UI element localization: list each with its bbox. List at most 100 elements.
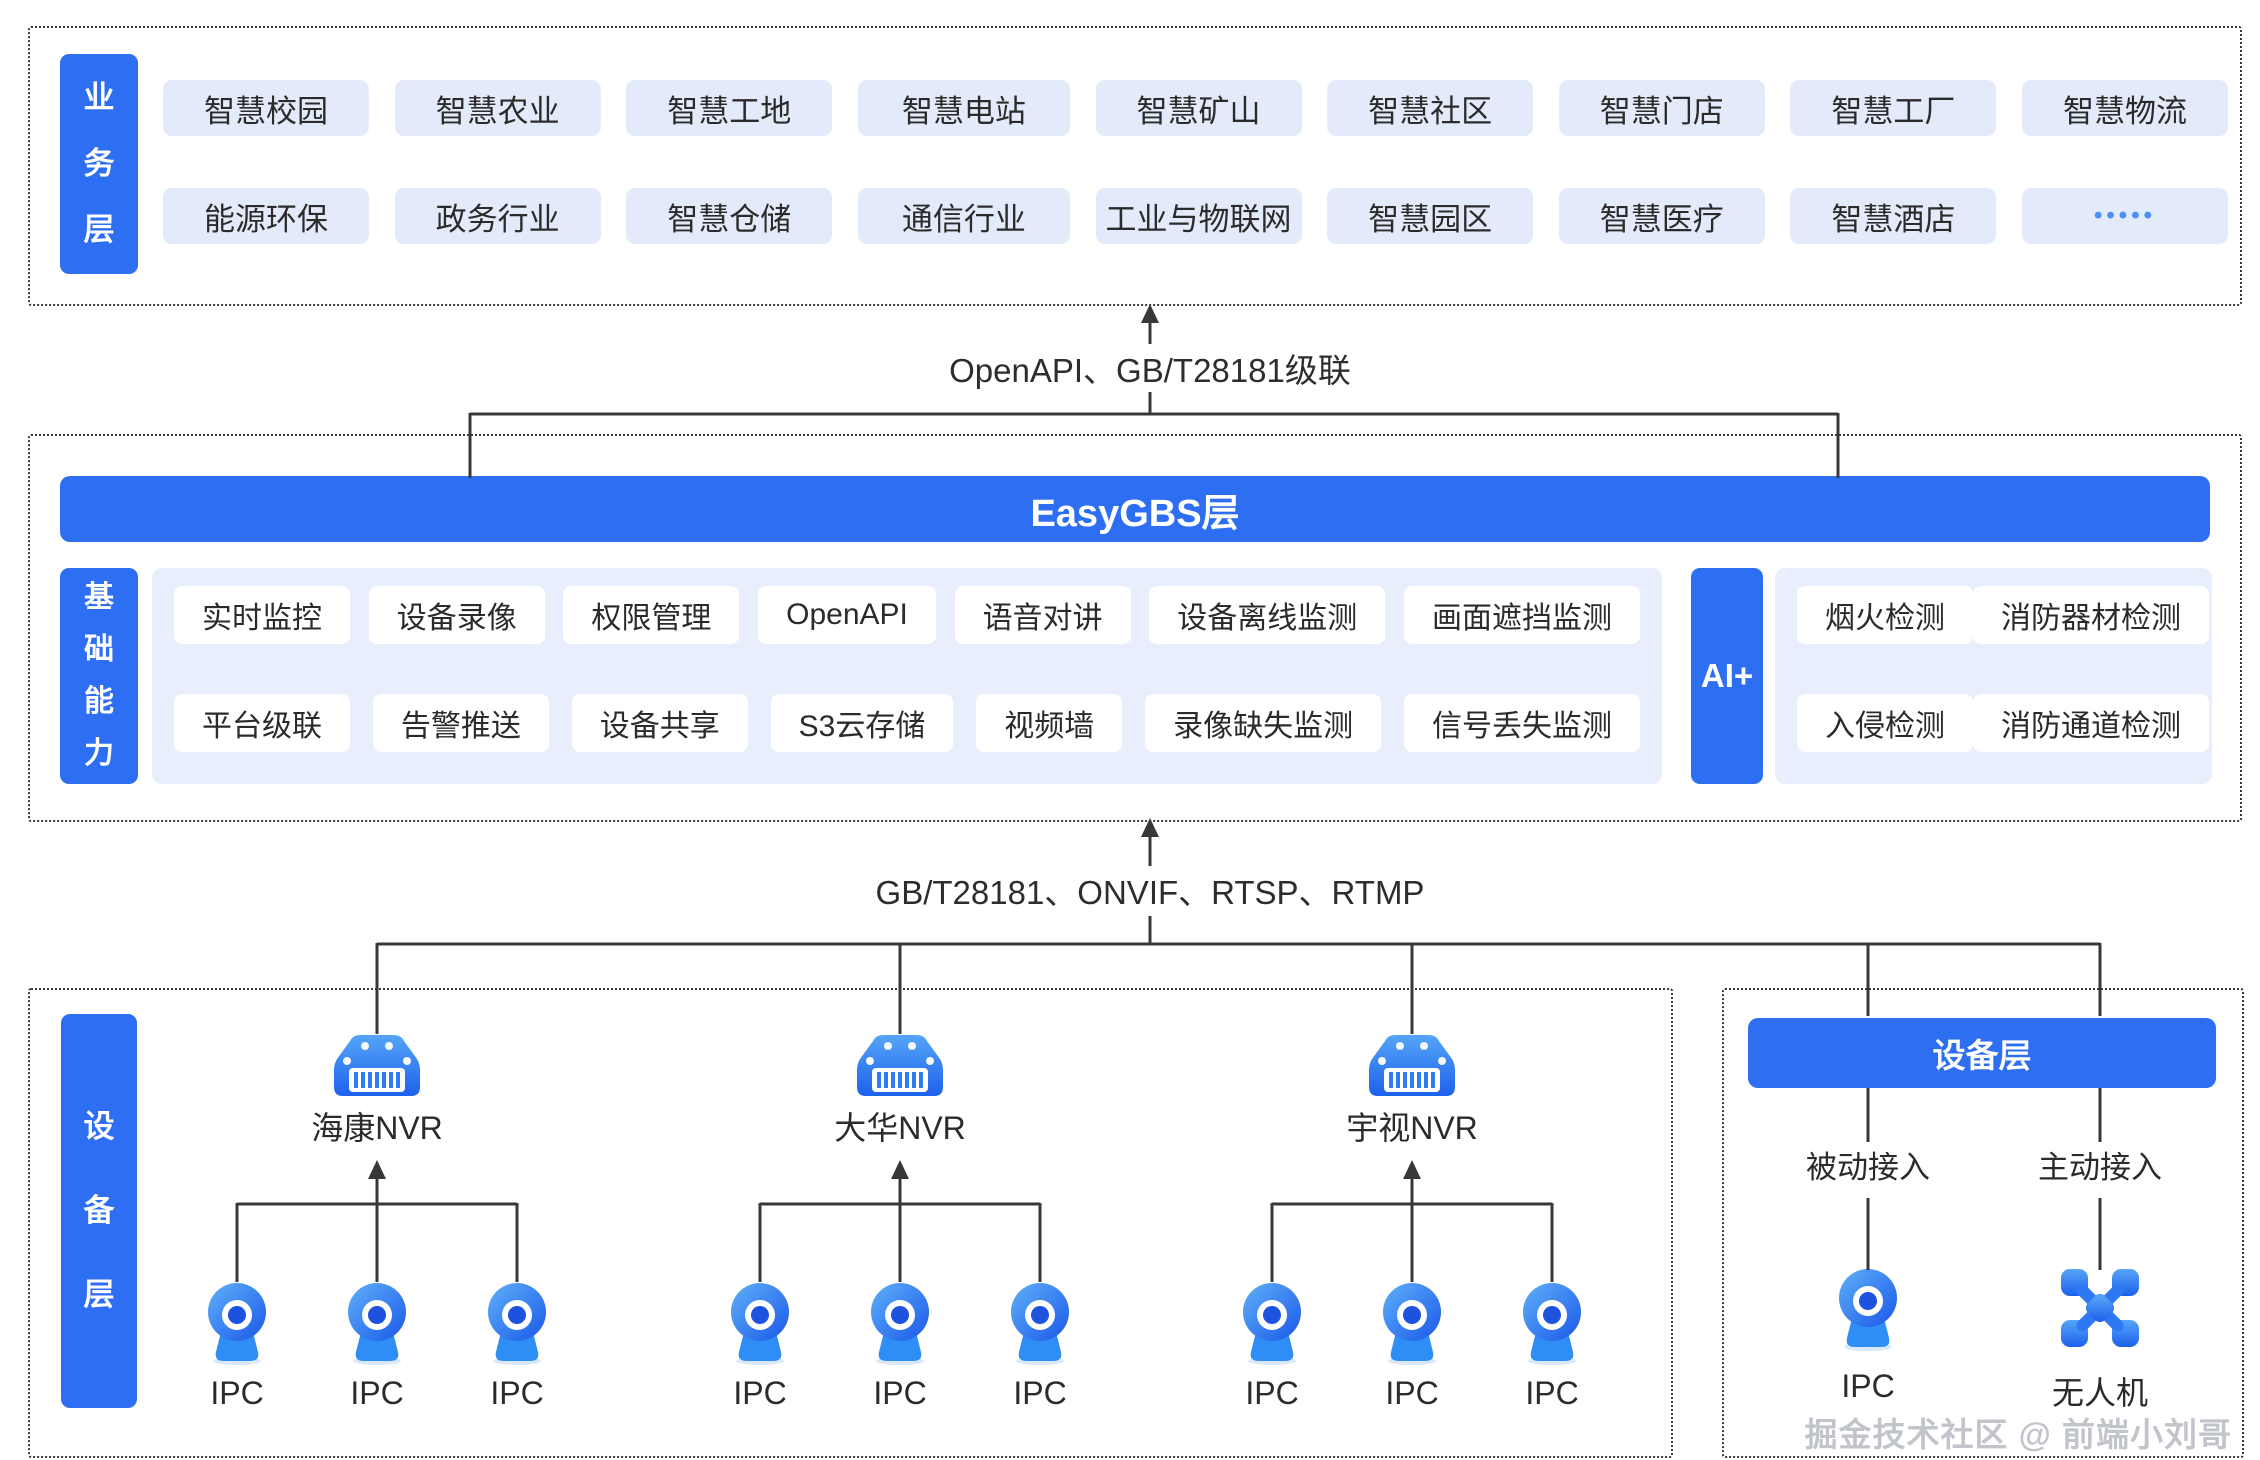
business-row-1: 智慧校园智慧农业智慧工地智慧电站智慧矿山智慧社区智慧门店智慧工厂智慧物流 (163, 80, 2228, 136)
capability-chip: 语音对讲 (954, 586, 1131, 644)
camera-icon (1243, 1283, 1301, 1365)
nvr-name-label: 大华NVR (834, 1110, 966, 1146)
ai-plus-label: AI+ (1691, 568, 1763, 784)
capabilities-row-1: 实时监控设备录像权限管理 OpenAPI 语音对讲设备离线监测画面遮挡监测 (174, 586, 1640, 644)
drone-icon (1980, 1268, 2220, 1358)
capability-chip: 画面遮挡监测 (1403, 586, 1640, 644)
capability-chip: 视频墙 (976, 694, 1123, 752)
camera-icon (348, 1283, 406, 1365)
device-layer-box: 设备层 (28, 988, 1673, 1458)
ipc-camera: IPC (1512, 1282, 1592, 1412)
business-chip: 智慧仓储 (626, 188, 833, 244)
business-chip-grid: 智慧校园智慧农业智慧工地智慧电站智慧矿山智慧社区智慧门店智慧工厂智慧物流 能源环… (163, 80, 2228, 296)
ipc-camera-row: IPC IPC (720, 1282, 1080, 1422)
nvr-bracket-connector (1270, 1160, 1554, 1282)
watermark: 掘金技术社区 @ 前端小刘哥 (1804, 1416, 2232, 1453)
ai-chip: 烟火检测 (1797, 586, 1973, 644)
business-chip: 智慧电站 (857, 80, 1070, 136)
nvr-icon (1232, 1032, 1592, 1106)
ipc-label: IPC (1013, 1375, 1067, 1411)
business-chip: 智慧门店 (1558, 80, 1765, 136)
ipc-camera: IPC (337, 1282, 417, 1412)
business-chip: 智慧酒店 (1790, 188, 1997, 244)
ipc-label: IPC (210, 1375, 264, 1411)
nvr-group: 海康NVR (197, 1032, 557, 1422)
business-layer-box: 业务层 智慧校园智慧农业智慧工地智慧电站智慧矿山智慧社区智慧门店智慧工厂智慧物流… (28, 26, 2242, 306)
business-chip: 智慧医疗 (1558, 188, 1765, 244)
ipc-camera-row: IPC IPC (197, 1282, 557, 1422)
ai-chip: 入侵检测 (1797, 694, 1973, 752)
easygbs-layer-box: EasyGBS层 基础能力 实时监控设备录像权限管理 OpenAPI 语音对讲设备离… (28, 434, 2242, 822)
capability-chip: OpenAPI (758, 586, 936, 644)
base-capability-label: 基础能力 (60, 568, 138, 784)
capability-chip: 权限管理 (563, 586, 740, 644)
business-chip: 通信行业 (857, 188, 1070, 244)
capability-chip: 录像缺失监测 (1145, 694, 1382, 752)
active-access-column: 主动接入 无人机 (1980, 1142, 2220, 1411)
device-access-box: 设备层 (1722, 988, 2244, 1458)
capability-chip: 告警推送 (372, 694, 549, 752)
camera-icon (1383, 1283, 1441, 1365)
ai-row-2: 入侵检测消防通道检测 (1797, 694, 2209, 752)
ipc-camera-row: IPC IPC (1232, 1282, 1592, 1422)
easygbs-banner: EasyGBS层 (60, 476, 2210, 542)
ipc-label: IPC (1385, 1375, 1439, 1411)
ai-panel: 烟火检测消防器材检测 入侵检测消防通道检测 (1775, 568, 2212, 784)
passive-access-label: 被动接入 (1806, 1150, 1930, 1185)
nvr-group: 大华NVR (720, 1032, 1080, 1422)
ipc-label: IPC (873, 1375, 927, 1411)
business-chip: 智慧校园 (163, 80, 369, 136)
ai-chip: 消防器材检测 (1973, 586, 2209, 644)
active-device-label: 无人机 (2051, 1375, 2148, 1411)
active-access-label: 主动接入 (2038, 1150, 2162, 1185)
business-chip: 智慧工地 (626, 80, 833, 136)
capability-chip: S3云存储 (770, 694, 954, 752)
nvr-name-label: 海康NVR (311, 1110, 443, 1146)
top-link-protocol-label: OpenAPI、GB/T28181级联 (850, 344, 1450, 392)
camera-icon (488, 1283, 546, 1365)
ipc-camera: IPC (860, 1282, 940, 1412)
ai-row-1: 烟火检测消防器材检测 (1797, 586, 2209, 644)
camera-icon (731, 1283, 789, 1365)
camera-icon (871, 1283, 929, 1365)
ai-chip: 消防通道检测 (1973, 694, 2209, 752)
business-chip: ••••• (2022, 188, 2228, 244)
capability-chip: 设备离线监测 (1149, 586, 1386, 644)
nvr-bracket-connector (235, 1160, 519, 1282)
passive-device-label: IPC (1841, 1368, 1895, 1404)
camera-icon (1011, 1283, 1069, 1365)
nvr-icon (720, 1032, 1080, 1106)
device-layer-label: 设备层 (61, 1014, 137, 1408)
capability-chip: 设备录像 (368, 586, 545, 644)
nvr-bracket-connector (758, 1160, 1042, 1282)
ipc-camera: IPC (197, 1282, 277, 1412)
ipc-label: IPC (1245, 1375, 1299, 1411)
capability-chip: 信号丢失监测 (1403, 694, 1640, 752)
ipc-label: IPC (490, 1375, 544, 1411)
business-chip: 智慧物流 (2022, 80, 2228, 136)
business-chip: 智慧工厂 (1790, 80, 1997, 136)
ipc-camera: IPC (1232, 1282, 1312, 1412)
business-chip: 智慧农业 (394, 80, 601, 136)
ipc-camera: IPC (1000, 1282, 1080, 1412)
capability-chip: 实时监控 (174, 586, 350, 644)
ipc-label: IPC (350, 1375, 404, 1411)
ipc-label: IPC (733, 1375, 787, 1411)
ipc-camera: IPC (477, 1282, 557, 1412)
passive-access-column: 被动接入 IPC (1748, 1142, 1988, 1404)
capability-chip: 设备共享 (571, 694, 748, 752)
business-chip: 政务行业 (394, 188, 601, 244)
business-chip: 智慧园区 (1327, 188, 1534, 244)
business-chip: 智慧矿山 (1095, 80, 1302, 136)
business-row-2: 能源环保政务行业智慧仓储通信行业工业与物联网智慧园区智慧医疗智慧酒店••••• (163, 188, 2228, 244)
ipc-camera: IPC (720, 1282, 800, 1412)
bottom-link-protocol-label: GB/T28181、ONVIF、RTSP、RTMP (850, 866, 1450, 914)
business-layer-label: 业务层 (60, 54, 138, 274)
nvr-name-label: 宇视NVR (1346, 1110, 1478, 1146)
business-chip: 智慧社区 (1327, 80, 1534, 136)
business-chip: 工业与物联网 (1095, 188, 1302, 244)
